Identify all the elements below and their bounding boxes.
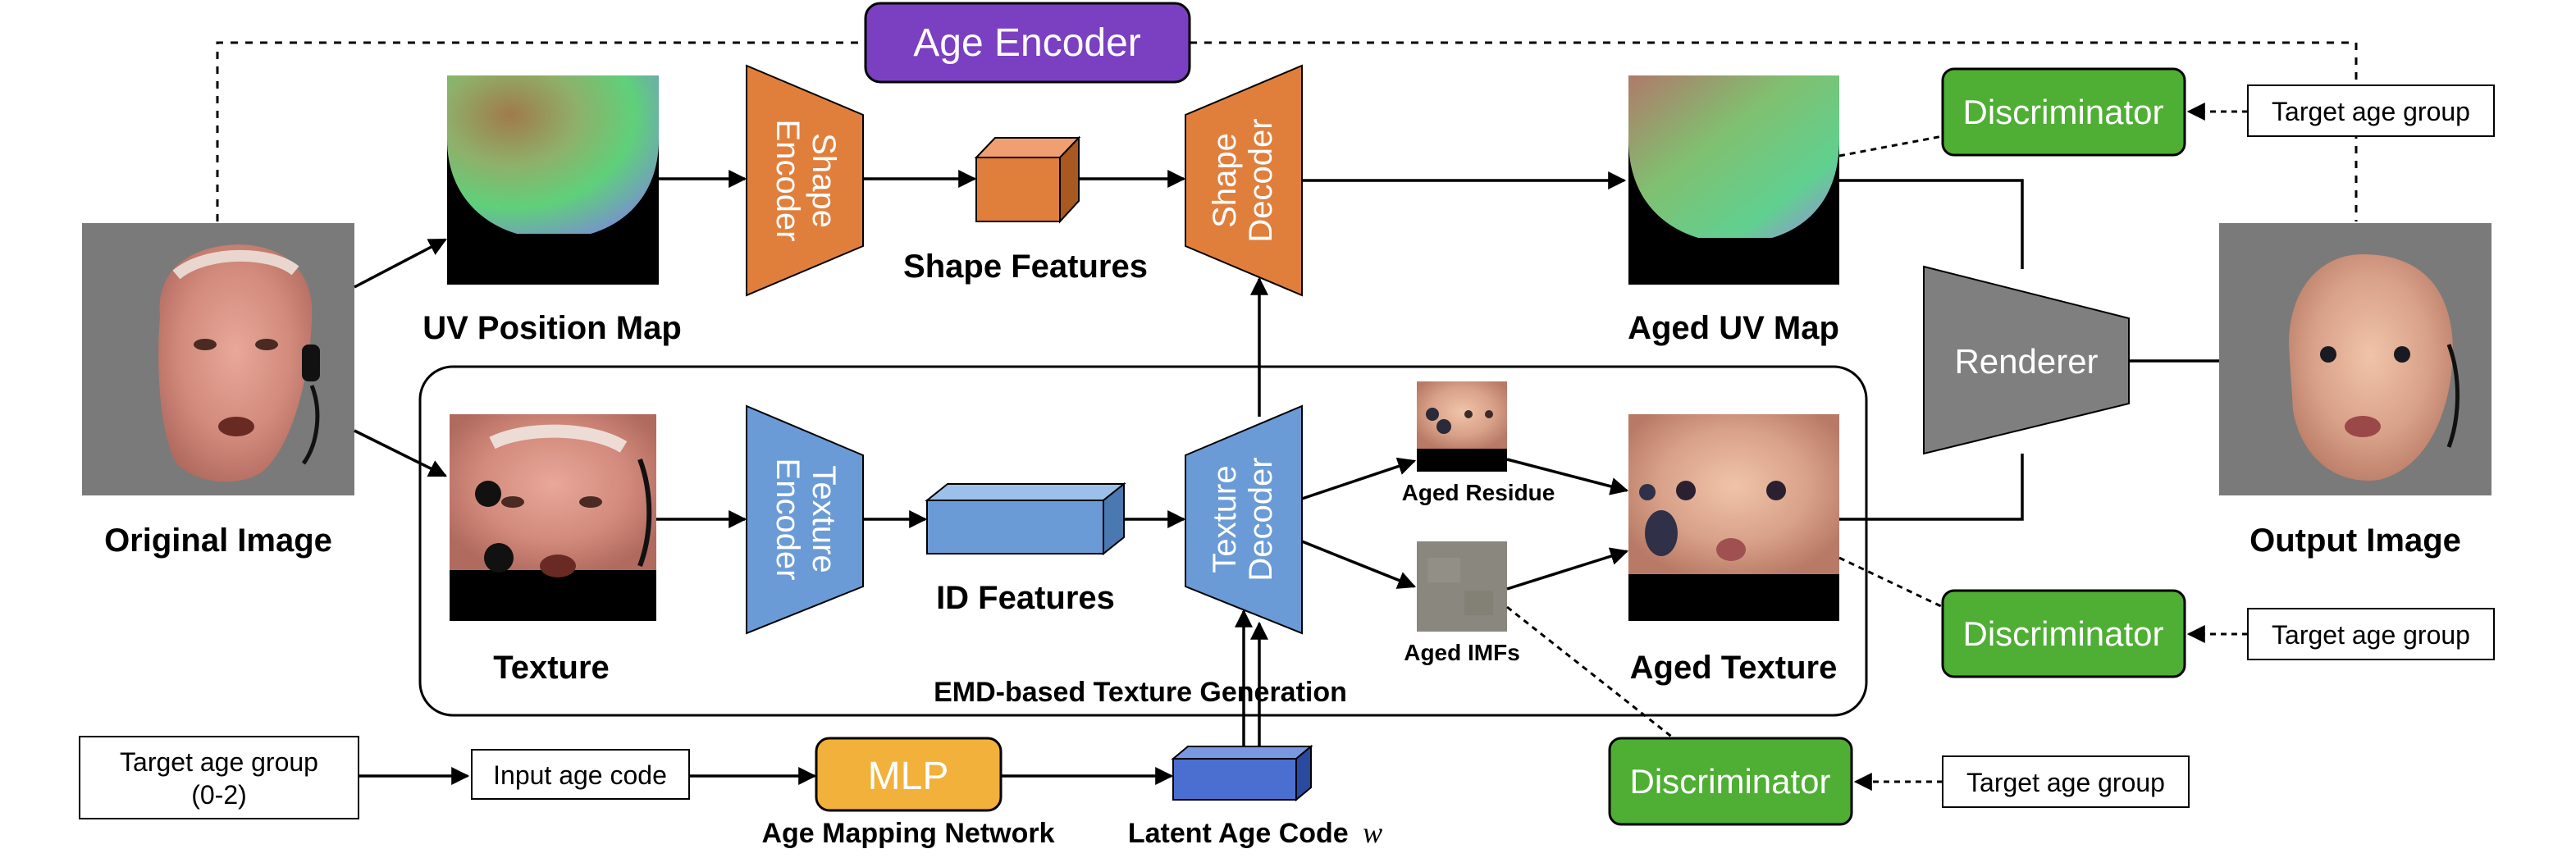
target-age-box-2: Target age group — [2247, 608, 2495, 660]
arrow-original-to-uv — [354, 238, 447, 289]
mlp-box: MLP — [815, 737, 1003, 812]
shape-encoder-line2: Encoder — [770, 120, 806, 242]
texture-image — [450, 414, 656, 621]
discriminator-3: Discriminator — [1608, 737, 1853, 826]
shape-features-cube — [974, 135, 1081, 224]
aged-imfs-image — [1417, 541, 1507, 632]
svg-text:Target age group: Target age group — [120, 747, 318, 777]
latent-age-code-block — [1171, 744, 1313, 802]
shape-encoder-line1: Shape — [806, 133, 842, 228]
svg-text:Decoder: Decoder — [1243, 118, 1279, 242]
uv-position-map-label: UV Position Map — [422, 310, 682, 346]
svg-text:Age Encoder: Age Encoder — [913, 21, 1141, 65]
link-aged-texture-to-d2 — [1838, 556, 1943, 609]
aged-residue-image — [1417, 381, 1507, 472]
shape-decoder: Shape Decoder — [1185, 64, 1303, 297]
original-image — [82, 223, 354, 495]
discriminator-2: Discriminator — [1941, 589, 2186, 678]
age-encoder: Age Encoder — [864, 2, 1191, 84]
svg-text:Texture: Texture — [806, 465, 842, 573]
discriminator-1: Discriminator — [1941, 67, 2186, 157]
link-imfs-to-d3 — [1506, 605, 1674, 740]
svg-text:MLP: MLP — [868, 755, 949, 798]
age-mapping-label: Age Mapping Network — [761, 818, 1054, 849]
output-image-label: Output Image — [2249, 523, 2461, 559]
svg-text:Input age code: Input age code — [493, 760, 667, 790]
svg-text:Encoder: Encoder — [770, 120, 806, 242]
svg-text:Decoder: Decoder — [1243, 457, 1279, 581]
renderer: Renderer — [1923, 265, 2130, 455]
texture-label: Texture — [493, 650, 610, 686]
svg-text:Renderer: Renderer — [1954, 342, 2098, 381]
input-age-code-box: Input age code — [471, 749, 690, 800]
aged-texture-label: Aged Texture — [1630, 650, 1838, 686]
svg-text:Discriminator: Discriminator — [1962, 93, 2163, 131]
latent-age-code-label: Latent Age Code w — [1128, 816, 1382, 849]
svg-text:Target age group: Target age group — [1966, 768, 2165, 797]
aged-residue-label: Aged Residue — [1402, 480, 1555, 505]
svg-text:Target age group: Target age group — [2272, 620, 2470, 650]
link-aged-uv-to-d1 — [1838, 135, 1943, 157]
age-encoder-dashed-link — [216, 41, 2358, 221]
shape-encoder: Shape Encoder — [746, 64, 864, 297]
svg-text:Discriminator: Discriminator — [1962, 614, 2163, 653]
arrow-residue-to-aged-texture — [1506, 458, 1629, 495]
line-aged-uv-to-renderer — [1839, 179, 2024, 269]
aged-uv-map — [1628, 75, 1839, 285]
svg-text:Texture: Texture — [1207, 465, 1243, 573]
texture-decoder: Texture Decoder — [1185, 404, 1303, 635]
original-image-label: Original Image — [104, 523, 332, 559]
target-age-box-1: Target age group — [2247, 84, 2495, 137]
line-aged-texture-to-renderer — [1839, 454, 2024, 521]
aged-texture-image — [1628, 414, 1839, 621]
target-age-input-box: Target age group (0-2) — [79, 736, 359, 819]
svg-text:Target age group: Target age group — [2272, 97, 2470, 126]
aged-uv-map-label: Aged UV Map — [1628, 310, 1839, 346]
arrow-decoder-to-imfs — [1301, 540, 1417, 589]
svg-text:Shape: Shape — [1207, 133, 1243, 228]
output-image — [2219, 223, 2492, 495]
id-features-block — [925, 481, 1126, 556]
svg-text:(0-2): (0-2) — [191, 780, 247, 810]
emd-caption: EMD-based Texture Generation — [934, 677, 1347, 708]
svg-text:Shape: Shape — [806, 133, 842, 228]
arrow-original-to-texture — [354, 429, 447, 477]
aged-imfs-label: Aged IMFs — [1404, 640, 1520, 665]
id-features-label: ID Features — [936, 580, 1115, 616]
shape-features-label: Shape Features — [903, 249, 1148, 285]
target-age-box-3: Target age group — [1942, 755, 2190, 808]
emd-texture-generation-box — [418, 365, 1868, 717]
uv-position-map — [447, 75, 659, 285]
arrow-imfs-to-aged-texture — [1506, 547, 1629, 591]
arrow-decoder-to-residue — [1301, 457, 1417, 500]
texture-encoder: Texture Encoder — [746, 404, 864, 635]
svg-text:Encoder: Encoder — [770, 459, 806, 581]
svg-text:Discriminator: Discriminator — [1629, 762, 1830, 801]
